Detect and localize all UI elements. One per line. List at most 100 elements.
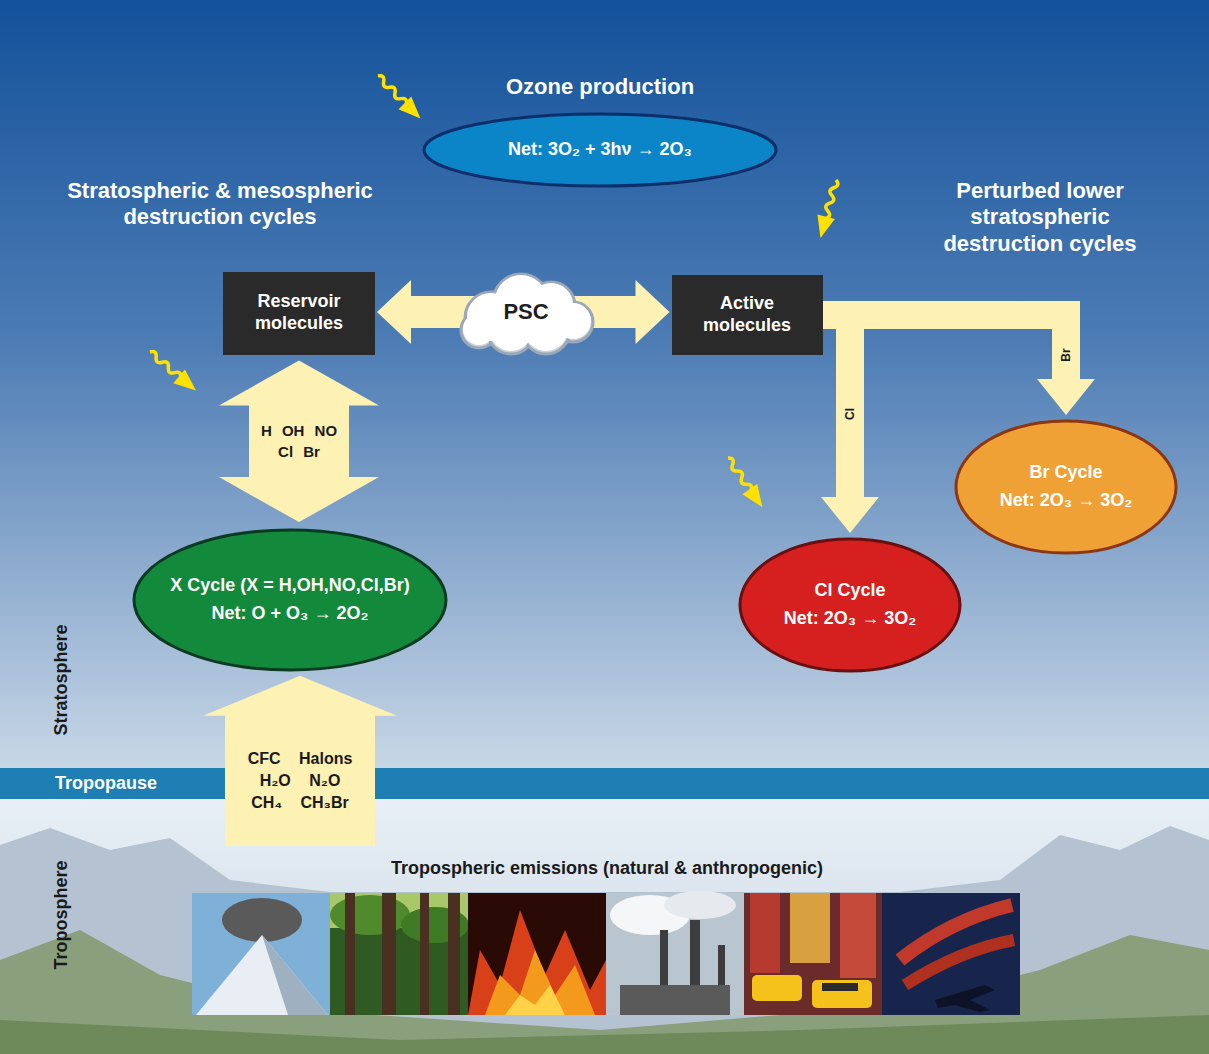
- arrow-head: [821, 497, 879, 533]
- node-title: Active molecules: [684, 293, 811, 336]
- chlorine-arrow: [821, 315, 879, 533]
- exchange-arrow: [219, 361, 379, 523]
- photo-sky: [882, 893, 1020, 1015]
- flame: [505, 985, 565, 1015]
- ray-head: [173, 370, 201, 398]
- x-cycle-ellipse: X Cycle (X = H,OH,NO,Cl,Br) Net: O + O₃ →…: [132, 528, 448, 672]
- ray-wave: [726, 456, 754, 492]
- tropopause-band: [0, 768, 1209, 799]
- fire-photo: [468, 893, 606, 1015]
- volcano-photo: [192, 893, 330, 1015]
- arrow-head: [203, 676, 397, 716]
- flame: [468, 910, 606, 1015]
- photo-street: [744, 893, 882, 1015]
- ellipse-fill: [956, 421, 1176, 553]
- ellipse-fill: [740, 539, 960, 671]
- sunlight-ray: [372, 70, 427, 125]
- tree-trunk: [448, 893, 460, 1015]
- layer-label: Stratosphere: [51, 624, 73, 735]
- valley-grass: [0, 1015, 1209, 1054]
- species-label: H OH NO Cl Br: [256, 421, 342, 462]
- stratosphere-sky: [0, 0, 1209, 769]
- tree-trunk: [345, 893, 355, 1015]
- active-box: Active molecules: [672, 275, 823, 355]
- node-equation: Net: 2O₃ → 3O₂: [1000, 490, 1132, 512]
- aircraft-photo: [882, 893, 1020, 1015]
- production-ellipse: Net: 3O₂ + 3hν → 2O₃Ozone production: [422, 112, 778, 188]
- arrow-head: [377, 280, 411, 344]
- aircraft: [935, 985, 995, 1012]
- species-label: CFC Halons H₂O N₂O CH₄ CH₃Br: [244, 748, 356, 813]
- factory-smoke: [664, 891, 736, 919]
- arrow-head: [1037, 379, 1095, 415]
- sunlight-ray: [144, 345, 202, 397]
- volcano-shadow: [262, 935, 328, 1015]
- psc-cloud: PSC: [451, 268, 601, 356]
- node-title: X Cycle (X = H,OH,NO,Cl,Br): [170, 575, 410, 597]
- cl-cycle-ellipse: Cl CycleNet: 2O₃ → 3O₂: [738, 537, 962, 673]
- building: [790, 893, 830, 963]
- node-text-group: Cl CycleNet: 2O₃ → 3O₂: [784, 580, 916, 629]
- arrow-shaft: [225, 715, 375, 846]
- ellipse-outline: [132, 528, 448, 672]
- factory-building: [620, 985, 730, 1015]
- node-title: Tropospheric emissions (natural & anthro…: [192, 858, 1022, 880]
- arrow-head: [219, 361, 379, 406]
- br-cycle-ellipse: Br CycleNet: 2O₃ → 3O₂: [954, 419, 1178, 555]
- foliage: [330, 895, 410, 935]
- node-equation: Net: O + O₃ → 2O₂: [170, 603, 410, 625]
- sunlight-ray: [721, 453, 770, 512]
- node-title: Reservoir molecules: [235, 291, 363, 334]
- flame: [485, 950, 595, 1015]
- node-equation: Net: 2O₃ → 3O₂: [784, 608, 916, 630]
- cloud-edge: [461, 274, 593, 354]
- node-text-group: Br CycleNet: 2O₃ → 3O₂: [1000, 462, 1132, 511]
- ellipse-fill: [134, 530, 446, 670]
- node-title: Cl Cycle: [784, 580, 916, 602]
- layer-label: Tropopause: [55, 773, 157, 795]
- bromine-arrow: [823, 315, 1096, 415]
- arrow-shaft: [249, 405, 349, 479]
- species-label: Cl: [844, 408, 856, 420]
- node-text-group: Reservoir molecules: [223, 283, 375, 342]
- node-text-group: PSC: [503, 299, 548, 325]
- ray-wave: [148, 350, 182, 380]
- volcano-cone: [196, 935, 328, 1015]
- node-text-group: Active molecules: [672, 285, 823, 344]
- building: [750, 893, 780, 973]
- node-equation: Net: 3O₂ + 3hν → 2O₃: [508, 139, 692, 161]
- reservoir-box: Reservoir molecules: [223, 272, 375, 355]
- node-text-group: Tropospheric emissions (natural & anthro…: [192, 846, 1022, 880]
- tree-trunk: [420, 893, 429, 1015]
- emissions-band: Tropospheric emissions (natural & anthro…: [192, 846, 1022, 1016]
- ray-head: [399, 97, 427, 125]
- photo-ground: [330, 893, 468, 1015]
- building: [840, 893, 876, 978]
- factory-photo: [606, 891, 744, 1015]
- arrow-shaft: [823, 315, 851, 498]
- node-title: Ozone production: [506, 74, 694, 100]
- node-text-group: X Cycle (X = H,OH,NO,Cl,Br) Net: O + O₃ →…: [170, 575, 410, 624]
- arrow-shaft: [823, 315, 1067, 380]
- arrow-head: [636, 280, 670, 344]
- cloud-body: [463, 275, 591, 351]
- node-title: Br Cycle: [1000, 462, 1132, 484]
- city-photo: [744, 893, 882, 1015]
- ray-wave: [823, 179, 839, 219]
- taxi-window: [822, 983, 858, 991]
- taxi: [812, 980, 872, 1008]
- emission-arrow: [203, 676, 397, 846]
- ray-wave: [376, 74, 409, 107]
- arrow-head: [219, 477, 379, 522]
- species-label: Br: [1060, 348, 1072, 361]
- node-title: PSC: [503, 299, 548, 325]
- ray-head: [812, 214, 835, 240]
- forest-photo: [330, 893, 469, 1015]
- ray-head: [742, 484, 769, 512]
- taxi: [752, 975, 802, 1001]
- layer-label: Troposphere: [51, 860, 73, 969]
- photo-sky: [192, 893, 330, 1015]
- ellipse-fill: [424, 114, 776, 186]
